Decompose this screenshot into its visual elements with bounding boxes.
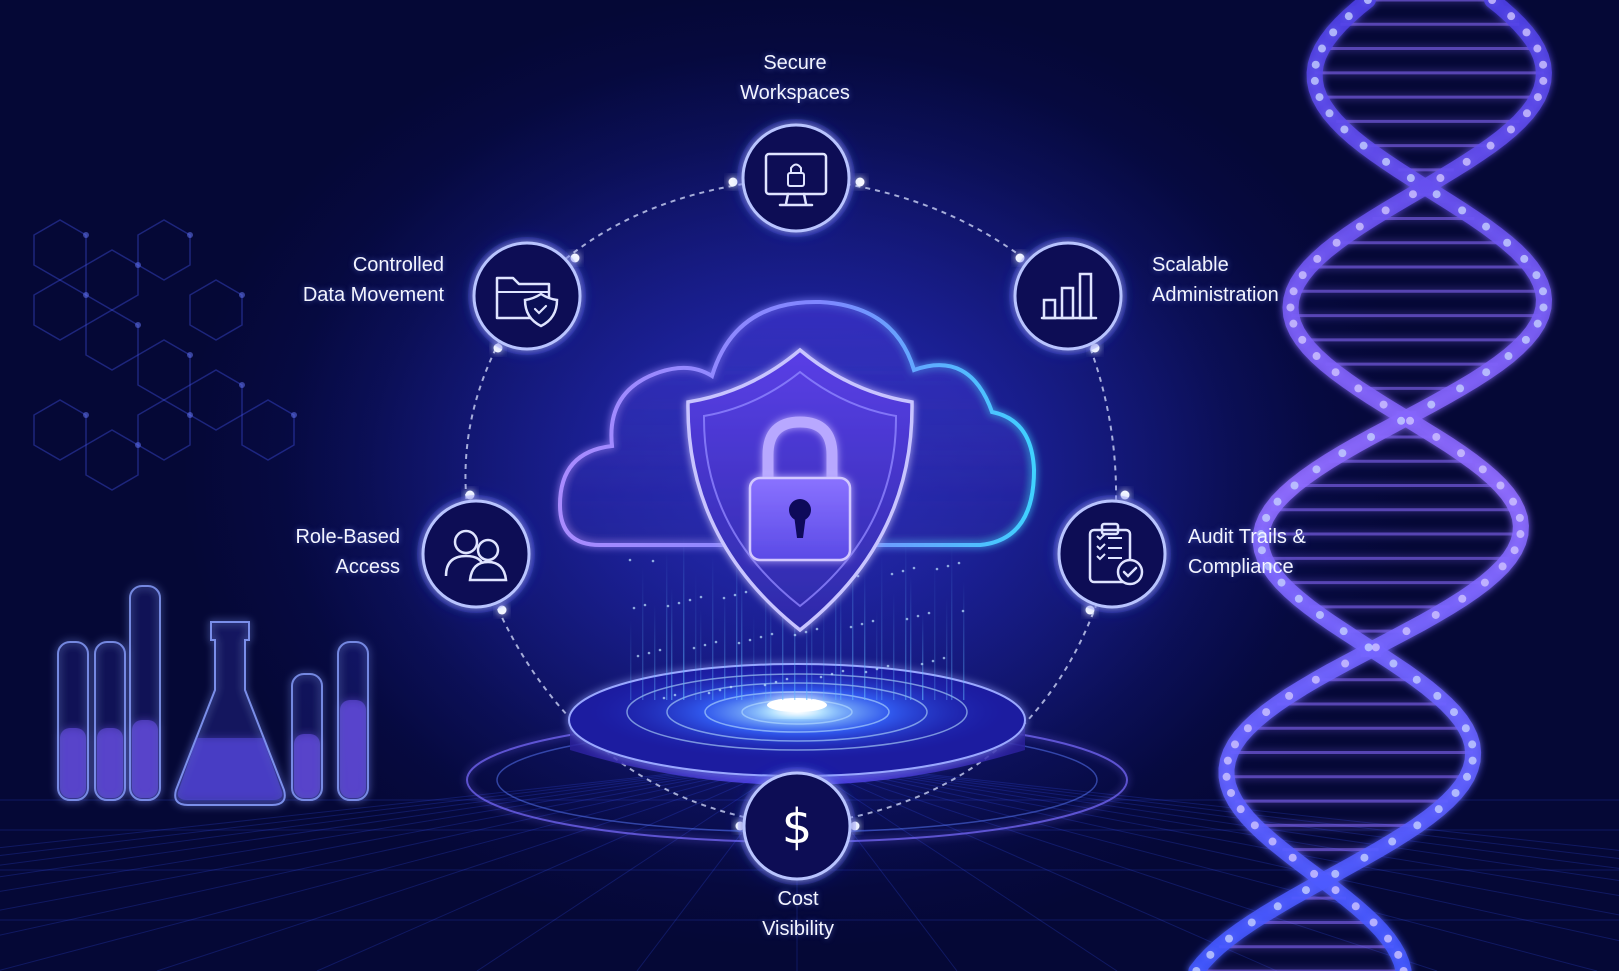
node-label-role-based-access: Role-Based Access bbox=[250, 522, 400, 582]
node-label-line: Administration bbox=[1152, 284, 1279, 306]
monitor-lock-icon bbox=[764, 152, 828, 207]
node-label-line: Compliance bbox=[1188, 556, 1294, 578]
connector-dot bbox=[855, 177, 865, 187]
node-label-secure-workspaces: Secure Workspaces bbox=[733, 48, 857, 108]
dollar-icon: $ bbox=[782, 799, 813, 855]
folder-shield-icon bbox=[495, 276, 559, 328]
bar-chart-icon bbox=[1040, 272, 1098, 320]
node-label-line: Access bbox=[335, 556, 400, 578]
node-label-line: Audit Trails & bbox=[1188, 526, 1306, 548]
clipboard-check-icon bbox=[1088, 522, 1144, 586]
node-scalable-administration bbox=[1009, 237, 1127, 355]
node-label-scalable-administration: Scalable Administration bbox=[1152, 250, 1279, 310]
node-label-line: Secure bbox=[763, 52, 827, 74]
node-label-line: Data Movement bbox=[302, 284, 444, 306]
cloud-shield-lock-icon bbox=[557, 299, 1037, 633]
node-label-line: Role-Based bbox=[295, 526, 400, 548]
floor-grid bbox=[0, 759, 1619, 971]
node-audit-trails-compliance bbox=[1053, 495, 1171, 613]
node-label-controlled-data-movement: Controlled Data Movement bbox=[260, 250, 444, 310]
node-label-line: Workspaces bbox=[740, 82, 850, 104]
light-beams bbox=[628, 534, 965, 700]
node-label-audit-trails-compliance: Audit Trails & Compliance bbox=[1188, 522, 1306, 582]
node-controlled-data-movement bbox=[468, 237, 586, 355]
users-icon bbox=[444, 529, 508, 582]
dna-helix-icon bbox=[1188, 0, 1553, 971]
molecule-network-icon bbox=[33, 219, 297, 491]
node-label-line: Controlled bbox=[352, 254, 444, 276]
svg-text:$: $ bbox=[782, 799, 813, 855]
node-role-based-access bbox=[417, 495, 535, 613]
connector-dot bbox=[728, 177, 738, 187]
node-label-line: Cost bbox=[777, 888, 819, 910]
node-label-line: Scalable bbox=[1152, 254, 1229, 276]
lab-glassware-icon bbox=[57, 585, 369, 806]
node-cost-visibility: $ bbox=[738, 767, 856, 885]
node-secure-workspaces bbox=[737, 119, 855, 237]
node-label-line: Visibility bbox=[762, 918, 834, 940]
node-label-cost-visibility: Cost Visibility bbox=[736, 884, 860, 944]
